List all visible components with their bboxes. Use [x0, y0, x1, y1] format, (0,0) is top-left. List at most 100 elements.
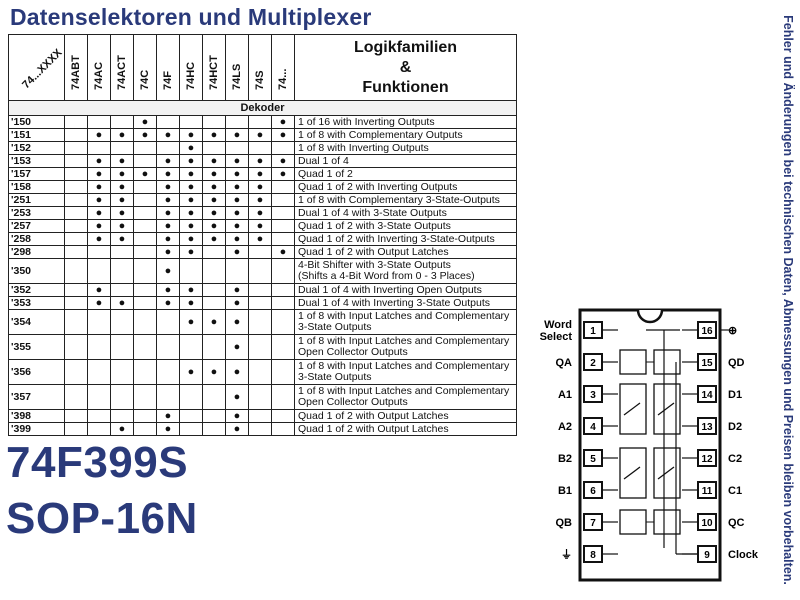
pin-number: 11: [702, 486, 713, 497]
device-number: '399: [8, 422, 65, 436]
function-description: Quad 1 of 2 with Output Latches: [294, 409, 517, 423]
family-header: 74HC: [179, 34, 203, 101]
availability-empty: [64, 245, 88, 259]
pin-number: 10: [701, 518, 713, 529]
availability-empty: [248, 359, 272, 385]
availability-empty: [156, 359, 180, 385]
table-row: '158●●●●●●●Quad 1 of 2 with Inverting Ou…: [8, 180, 517, 194]
table-row: '153●●●●●●●●Dual 1 of 4: [8, 154, 517, 168]
availability-dot: ●: [202, 128, 226, 142]
availability-dot: ●: [87, 180, 111, 194]
availability-empty: [248, 141, 272, 155]
table-row: '350●4-Bit Shifter with 3-State Outputs(…: [8, 258, 517, 284]
availability-dot: ●: [225, 245, 249, 259]
device-number: '357: [8, 384, 65, 410]
device-number: '157: [8, 167, 65, 181]
availability-empty: [248, 283, 272, 297]
device-number: '355: [8, 334, 65, 360]
table-row: '253●●●●●●●Dual 1 of 4 with 3-State Outp…: [8, 206, 517, 220]
availability-empty: [64, 141, 88, 155]
family-label: 74S: [254, 70, 266, 90]
pin-label: ⊕: [728, 325, 737, 337]
availability-empty: [64, 334, 88, 360]
availability-empty: [179, 422, 203, 436]
family-header: 74AC: [87, 34, 111, 101]
availability-empty: [202, 422, 226, 436]
table-row: '399●●●Quad 1 of 2 with Output Latches: [8, 422, 517, 436]
availability-dot: ●: [179, 180, 203, 194]
availability-empty: [202, 384, 226, 410]
table-row: '352●●●●Dual 1 of 4 with Inverting Open …: [8, 283, 517, 297]
pin-label: A1: [558, 389, 572, 401]
description-line: Quad 1 of 2 with Output Latches: [298, 409, 449, 422]
availability-dot: ●: [110, 296, 134, 310]
description-line: 1 of 8 with Input Latches and Complement…: [298, 385, 510, 397]
availability-dot: ●: [248, 154, 272, 168]
availability-empty: [87, 409, 111, 423]
availability-dot: ●: [225, 334, 249, 360]
availability-empty: [110, 359, 134, 385]
family-header: 74...: [271, 34, 295, 101]
function-description: Dual 1 of 4: [294, 154, 517, 168]
availability-dot: ●: [248, 206, 272, 220]
availability-empty: [64, 154, 88, 168]
availability-empty: [225, 115, 249, 129]
availability-empty: [202, 334, 226, 360]
availability-empty: [179, 384, 203, 410]
description-line: 1 of 8 with Input Latches and Complement…: [298, 335, 510, 347]
availability-dot: ●: [248, 128, 272, 142]
function-description: 1 of 8 with Input Latches and Complement…: [294, 384, 517, 410]
availability-dot: ●: [271, 245, 295, 259]
availability-dot: ●: [202, 193, 226, 207]
description-line: Dual 1 of 4 with 3-State Outputs: [298, 206, 447, 219]
device-number: '150: [8, 115, 65, 129]
availability-dot: ●: [156, 258, 180, 284]
availability-empty: [133, 409, 157, 423]
pin-label: B1: [558, 485, 572, 497]
pin-label: C1: [728, 485, 742, 497]
pin-number: 7: [590, 518, 596, 529]
pin-label: QB: [556, 517, 573, 529]
pin-label: C2: [728, 453, 742, 465]
function-description: 1 of 8 with Complementary 3-State-Output…: [294, 193, 517, 207]
availability-empty: [271, 258, 295, 284]
availability-empty: [64, 180, 88, 194]
availability-empty: [87, 334, 111, 360]
availability-dot: ●: [156, 219, 180, 233]
pin-label: Clock: [728, 549, 759, 561]
availability-dot: ●: [156, 409, 180, 423]
description-line: 1 of 8 with Complementary 3-State-Output…: [298, 193, 500, 206]
availability-empty: [110, 115, 134, 129]
table-row: '152●1 of 8 with Inverting Outputs: [8, 141, 517, 155]
availability-empty: [133, 296, 157, 310]
availability-dot: ●: [110, 180, 134, 194]
availability-empty: [202, 296, 226, 310]
table-row: '257●●●●●●●Quad 1 of 2 with 3-State Outp…: [8, 219, 517, 233]
family-label: 74AC: [93, 61, 105, 90]
availability-dot: ●: [179, 219, 203, 233]
availability-empty: [64, 219, 88, 233]
availability-dot: ●: [225, 422, 249, 436]
description-line: Quad 1 of 2 with Inverting Outputs: [298, 180, 458, 193]
availability-empty: [133, 334, 157, 360]
pin-number: 16: [701, 326, 713, 337]
availability-empty: [225, 258, 249, 284]
description-line: Dual 1 of 4: [298, 154, 349, 167]
table-row: '258●●●●●●●Quad 1 of 2 with Inverting 3-…: [8, 232, 517, 246]
availability-empty: [133, 422, 157, 436]
availability-empty: [87, 359, 111, 385]
function-description: 1 of 16 with Inverting Outputs: [294, 115, 517, 129]
device-number: '158: [8, 180, 65, 194]
availability-empty: [179, 334, 203, 360]
availability-dot: ●: [87, 154, 111, 168]
description-line: Open Collector Outputs: [298, 346, 408, 358]
function-description: 1 of 8 with Input Latches and Complement…: [294, 359, 517, 385]
table-row: '157●●●●●●●●●Quad 1 of 2: [8, 167, 517, 181]
description-line: 1 of 16 with Inverting Outputs: [298, 115, 435, 128]
availability-dot: ●: [133, 167, 157, 181]
availability-empty: [110, 384, 134, 410]
description-line: Quad 1 of 2 with 3-State Outputs: [298, 219, 451, 232]
availability-empty: [271, 422, 295, 436]
pin-label: D2: [728, 421, 742, 433]
